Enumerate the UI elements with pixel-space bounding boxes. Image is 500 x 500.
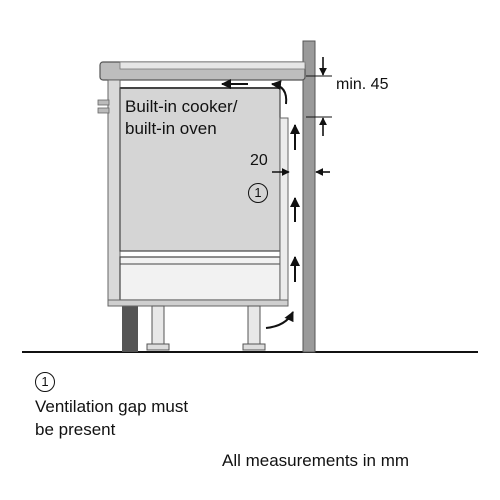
top-gap-label: min. 45 <box>336 76 389 93</box>
appliance-label: Built-in cooker/ <box>125 97 238 116</box>
leg-left-foot <box>146 343 170 351</box>
cabinet-side <box>107 79 121 307</box>
legend-marker: 1 <box>35 372 55 392</box>
appliance-label-line2: built-in oven <box>125 119 217 138</box>
cabinet-plinth <box>122 306 138 352</box>
leg-left <box>151 305 165 347</box>
knob-top <box>97 99 110 106</box>
wall <box>302 40 316 353</box>
legend-line2: be present <box>35 420 116 439</box>
leg-right-foot <box>242 343 266 351</box>
drawer <box>119 256 281 301</box>
footer-note: All measurements in mm <box>222 451 410 470</box>
knob-bottom <box>97 107 110 114</box>
cabinet-back-panel <box>279 117 289 307</box>
legend-line1: Ventilation gap must <box>35 397 189 416</box>
cabinet-base <box>107 299 289 307</box>
airflow-arrow-curve-bottom <box>265 311 294 329</box>
leg-right <box>247 305 261 347</box>
worktop-hob <box>119 61 306 70</box>
side-gap-label: 20 <box>250 152 268 169</box>
airflow-arrow-curve-top <box>271 80 288 105</box>
callout-marker: 1 <box>248 183 268 203</box>
oven-body <box>119 87 281 252</box>
